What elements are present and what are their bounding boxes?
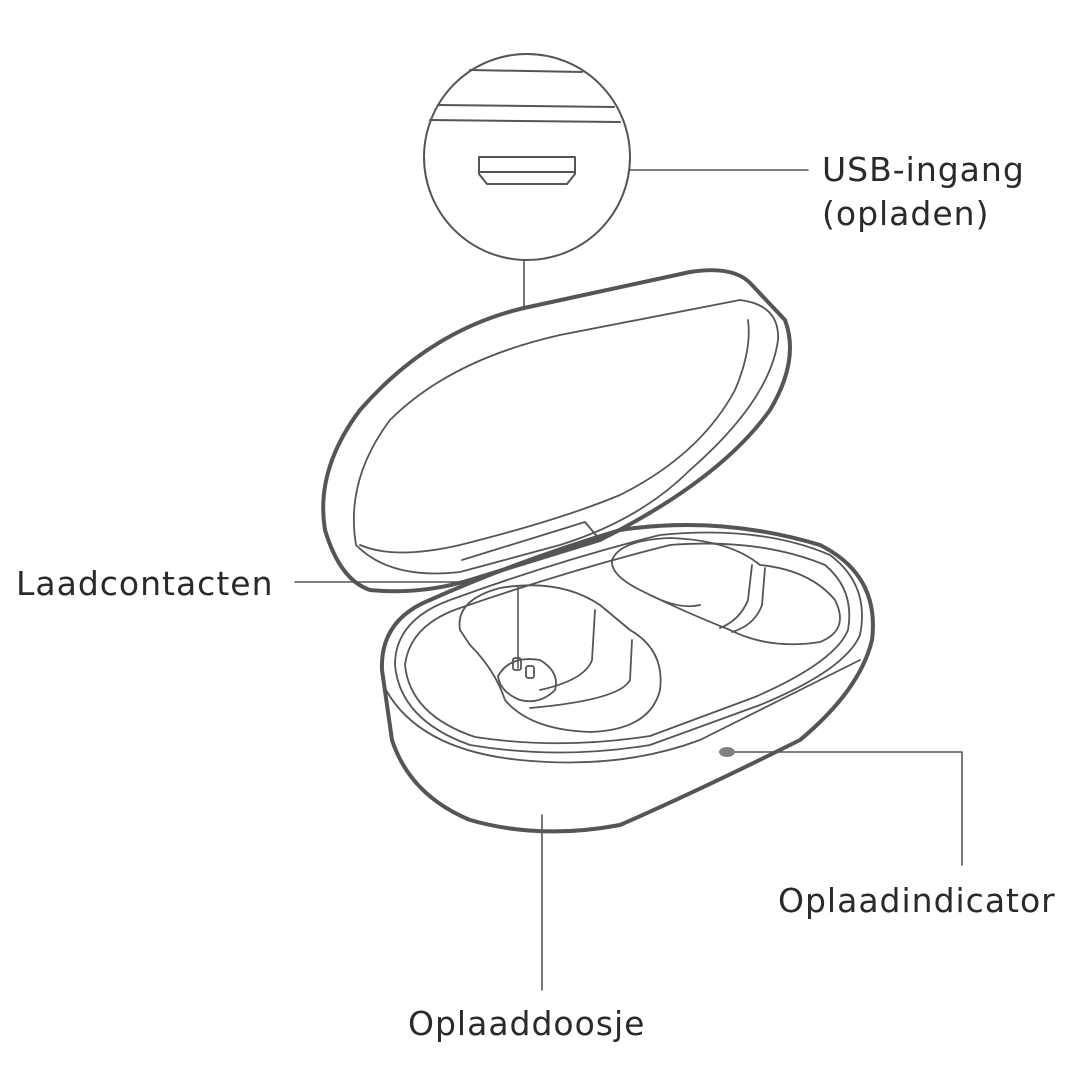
label-charging-indicator: Oplaadindicator <box>778 881 1056 920</box>
label-usb-line1: USB-ingang <box>822 150 1025 189</box>
earbud-slot-right <box>611 537 841 646</box>
label-charging-case: Oplaaddoosje <box>408 1004 646 1043</box>
usb-zoom-circle <box>423 53 631 261</box>
case-rim <box>385 531 863 764</box>
charging-indicator-light <box>719 747 735 757</box>
lid-inner <box>352 299 779 575</box>
label-charging-contacts: Laadcontacten <box>16 564 274 603</box>
earbud-slot-left <box>458 584 662 733</box>
lid <box>321 268 792 594</box>
leader-lines <box>294 169 963 991</box>
label-usb-port: USB-ingang (opladen) <box>822 148 1025 236</box>
label-usb-line2: (opladen) <box>822 194 990 233</box>
case-body <box>379 523 875 834</box>
